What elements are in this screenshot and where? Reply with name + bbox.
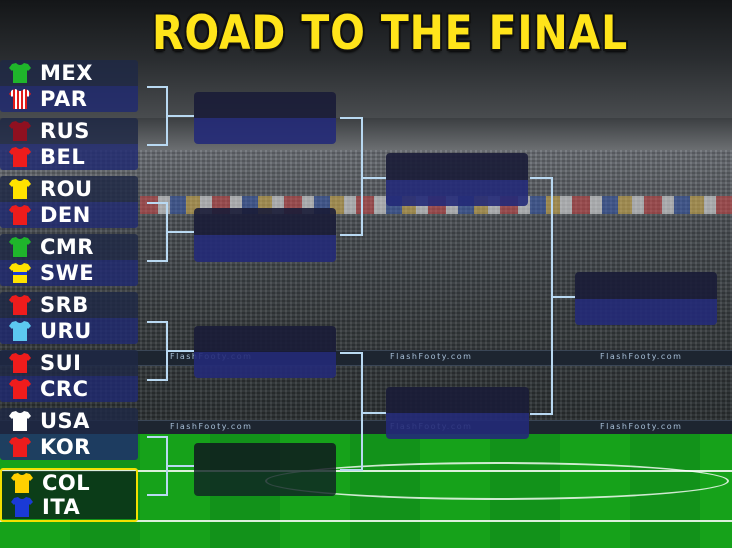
team-row: ITA (2, 495, 136, 519)
team-row: MEX (0, 60, 138, 86)
team-row: RUS (0, 118, 138, 144)
team-row: USA (0, 408, 138, 434)
match-card-usa-kor[interactable]: USA KOR (0, 408, 138, 460)
team-code: CMR (40, 235, 94, 259)
final-slot[interactable] (575, 272, 717, 325)
team-code: ITA (42, 495, 81, 519)
match-card-col-ita-selected[interactable]: COL ITA (0, 468, 138, 522)
watermark-text: FlashFooty.com (600, 352, 683, 361)
team-code: SUI (40, 351, 82, 375)
team-code: MEX (40, 61, 93, 85)
team-code: RUS (40, 119, 90, 143)
yellow-blue-shirt-icon (9, 263, 31, 283)
quarter-final-slot-4[interactable] (194, 443, 336, 496)
quarter-final-slot-3[interactable] (194, 326, 336, 378)
quarter-final-slot-1[interactable] (194, 92, 336, 144)
quarter-final-slot-2[interactable] (194, 208, 336, 262)
team-row: PAR (0, 86, 138, 112)
team-code: COL (42, 471, 91, 495)
watermark-text: FlashFooty.com (600, 422, 683, 431)
team-row: SRB (0, 292, 138, 318)
match-card-rus-bel[interactable]: RUS BEL (0, 118, 138, 170)
team-row: KOR (0, 434, 138, 460)
team-row: SWE (0, 260, 138, 286)
team-code: USA (40, 409, 90, 433)
team-code: CRC (40, 377, 89, 401)
sky-blue-shirt-icon (9, 321, 31, 341)
watermark-text: FlashFooty.com (390, 352, 473, 361)
team-row: URU (0, 318, 138, 344)
match-card-mex-par[interactable]: MEX PAR (0, 60, 138, 112)
team-code: SRB (40, 293, 89, 317)
green-shirt-icon (9, 63, 31, 83)
red-shirt-icon (9, 379, 31, 399)
watermark-text: FlashFooty.com (170, 422, 253, 431)
match-card-sui-crc[interactable]: SUI CRC (0, 350, 138, 402)
blue-shirt-icon (11, 497, 33, 517)
team-code: PAR (40, 87, 88, 111)
match-card-rou-den[interactable]: ROU DEN (0, 176, 138, 228)
red-shirt-icon (9, 205, 31, 225)
team-row: SUI (0, 350, 138, 376)
pitch-line (0, 520, 732, 522)
yellow-shirt-icon (11, 473, 33, 493)
semi-final-slot-2[interactable] (386, 387, 529, 439)
team-row: CMR (0, 234, 138, 260)
team-code: KOR (40, 435, 91, 459)
team-code: URU (40, 319, 92, 343)
maroon-shirt-icon (9, 121, 31, 141)
semi-final-slot-1[interactable] (386, 153, 528, 206)
page-title: ROAD TO THE FINAL (152, 6, 629, 61)
team-row: BEL (0, 144, 138, 170)
red-shirt-icon (9, 353, 31, 373)
team-row: ROU (0, 176, 138, 202)
match-card-cmr-swe[interactable]: CMR SWE (0, 234, 138, 286)
team-row: COL (2, 471, 136, 495)
team-code: BEL (40, 145, 86, 169)
team-code: DEN (40, 203, 91, 227)
red-shirt-icon (9, 295, 31, 315)
team-row: CRC (0, 376, 138, 402)
red-shirt-icon (9, 437, 31, 457)
team-code: SWE (40, 261, 95, 285)
match-card-srb-uru[interactable]: SRB URU (0, 292, 138, 344)
striped-shirt-icon (9, 89, 31, 109)
team-code: ROU (40, 177, 93, 201)
yellow-shirt-icon (9, 179, 31, 199)
green-shirt-icon (9, 237, 31, 257)
red-shirt-icon (9, 147, 31, 167)
team-row: DEN (0, 202, 138, 228)
white-shirt-icon (9, 411, 31, 431)
